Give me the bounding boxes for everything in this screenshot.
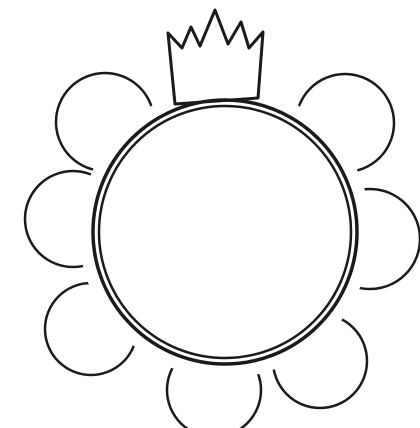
chair-bottom-right [273, 314, 367, 408]
crown-outline [168, 10, 263, 104]
chair-top-right [296, 74, 394, 172]
chairs-group [25, 73, 420, 428]
chair-top-left [56, 73, 154, 171]
chair-bottom-left [45, 283, 137, 375]
chair-middle-right [320, 189, 420, 289]
table-outer-ring [93, 100, 357, 364]
table-group [93, 100, 357, 364]
crown-icon [168, 10, 263, 104]
